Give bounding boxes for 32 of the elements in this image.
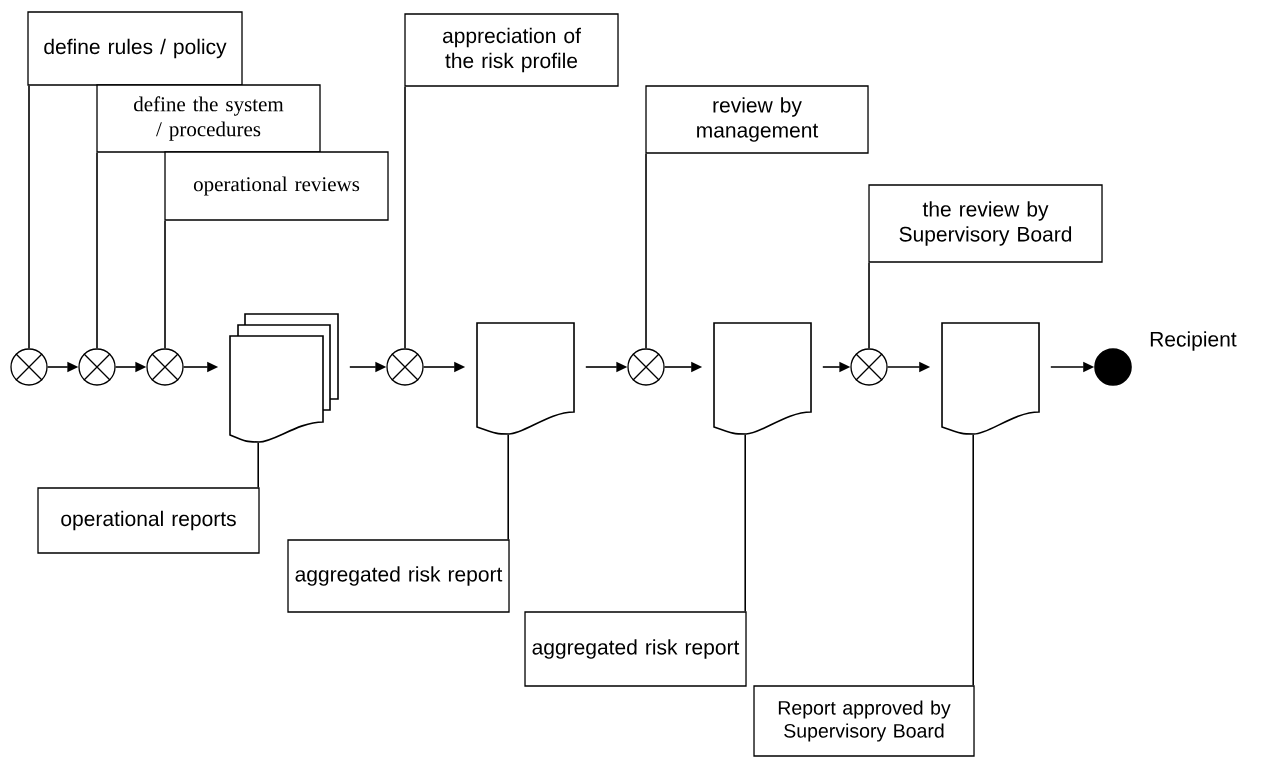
text-box: define the system / procedures [96,84,321,153]
xor-connector [850,348,888,386]
connector-line [96,151,98,350]
text-box: operational reports [37,487,260,554]
document-icon [713,322,812,435]
xor-connector [78,348,116,386]
connector-line [507,434,509,541]
text-box: operational reviews [164,151,389,221]
document-stack-icon [229,313,339,443]
document-icon [476,322,575,435]
connector-line [257,442,259,489]
connector-line [972,434,974,687]
end-dot [1094,348,1132,386]
text-box: the review by Supervisory Board [868,184,1103,263]
text-box: appreciation of the risk profile [404,13,619,87]
connector-line [28,84,30,350]
connector-line [744,434,746,613]
connector-line [164,219,166,350]
xor-connector [386,348,424,386]
text-box: review by management [645,85,869,154]
document-icon [941,322,1040,435]
text-box: Report approved by Supervisory Board [753,685,975,757]
text-box: define rules / policy [27,11,243,86]
xor-connector [10,348,48,386]
text-box: aggregated risk report [524,611,747,687]
text-box: aggregated risk report [287,539,510,613]
connector-line [404,85,406,350]
connector-line [868,261,870,350]
connector-line [645,152,647,350]
xor-connector [627,348,665,386]
side-label: Recipient [1150,331,1237,351]
xor-connector [146,348,184,386]
